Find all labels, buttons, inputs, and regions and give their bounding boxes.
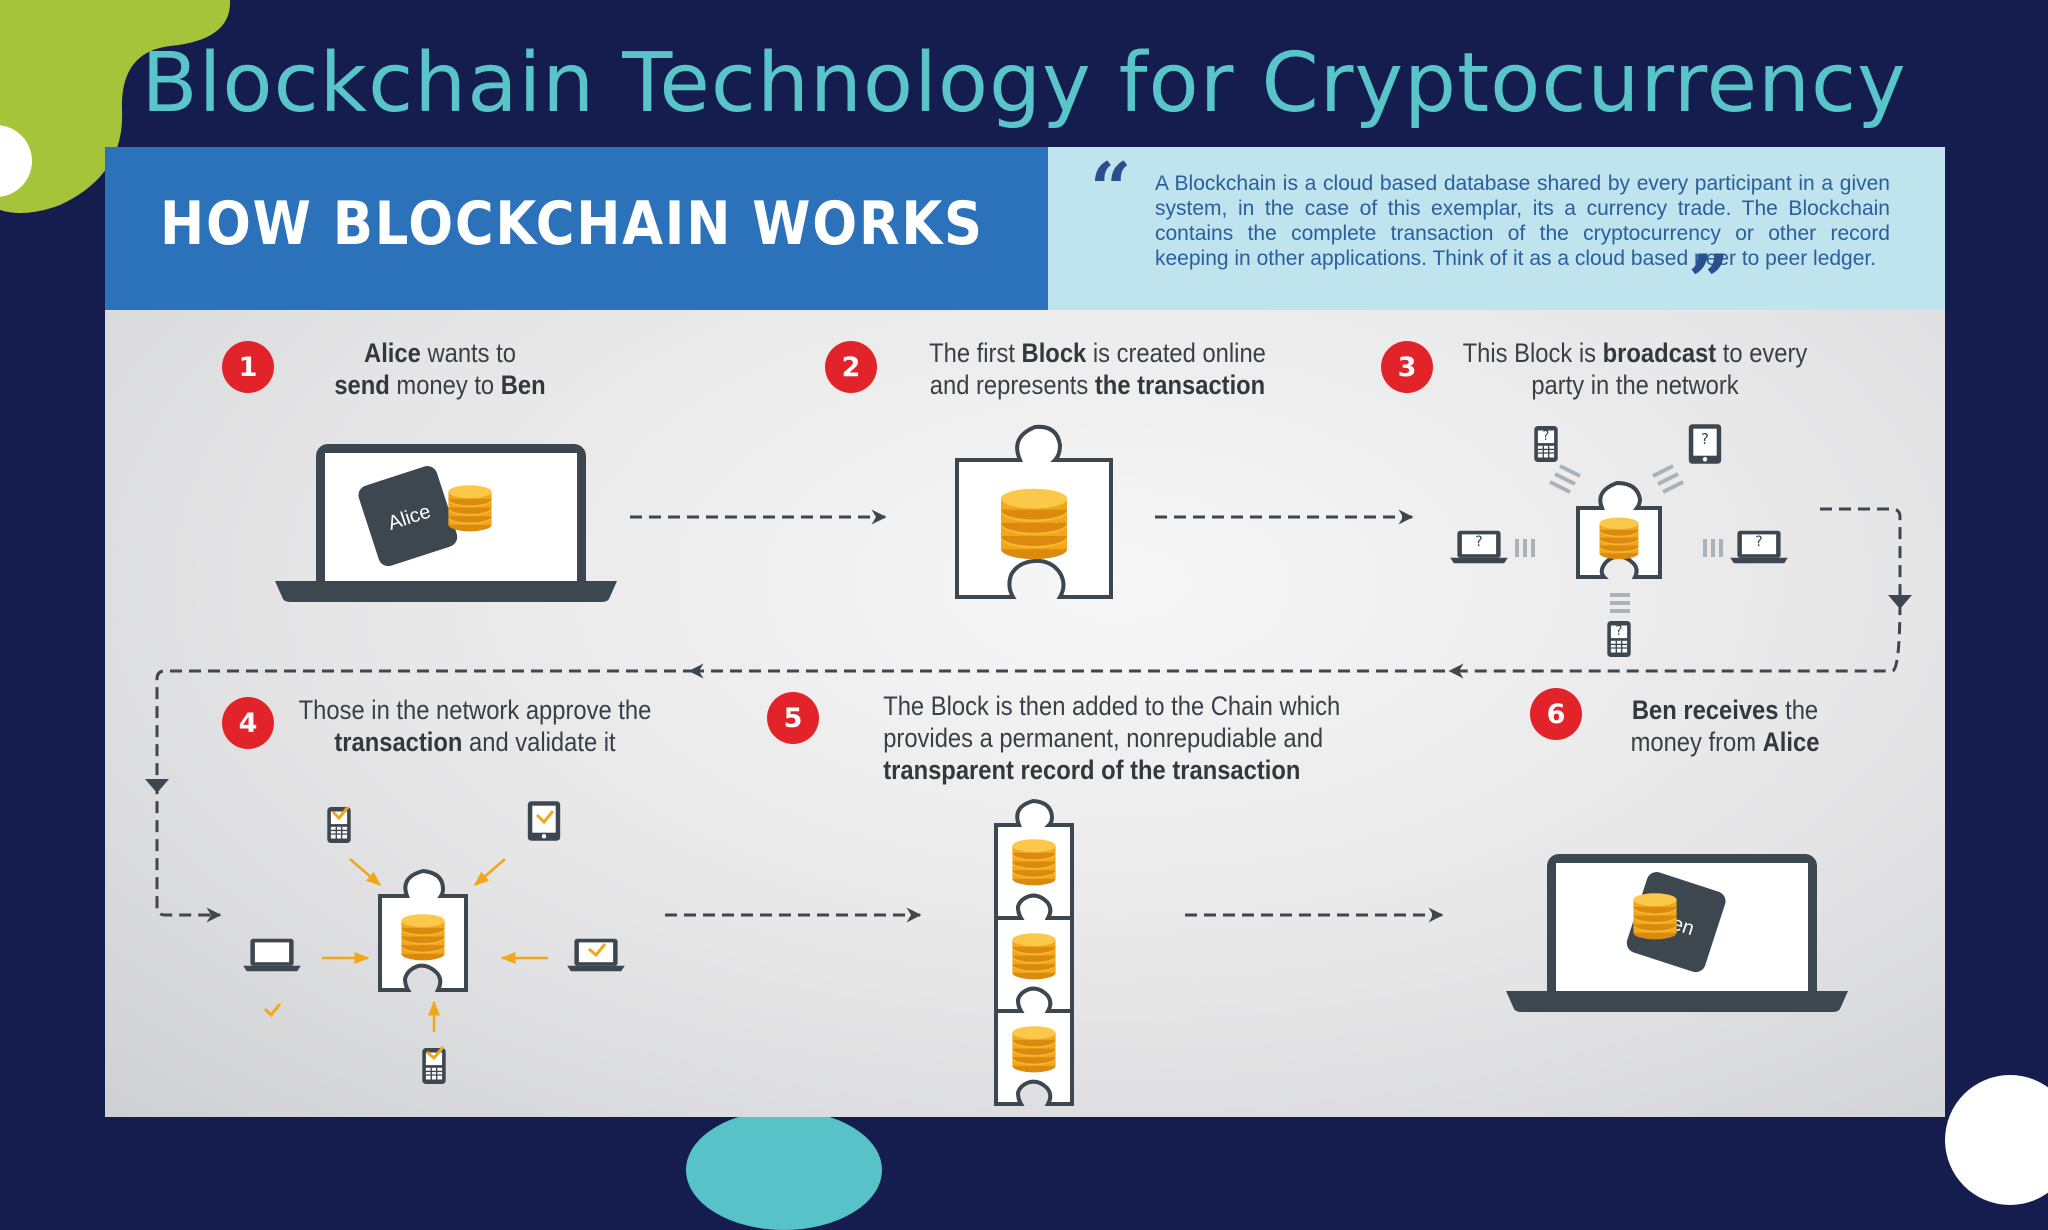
caption-text: wants to bbox=[421, 338, 516, 368]
caption-line: and represents the transaction bbox=[924, 369, 1272, 401]
device-question-mark: ? bbox=[1543, 429, 1550, 444]
caption-line: Alice wants to bbox=[282, 337, 599, 369]
caption-emphasis: Ben bbox=[501, 370, 546, 400]
infographic-panel: HOW BLOCKCHAIN WORKS “ A Blockchain is a… bbox=[105, 147, 1945, 1117]
caption-line: send money to Ben bbox=[282, 369, 599, 401]
caption-text: money from bbox=[1631, 727, 1763, 757]
step-1-badge: 1 bbox=[222, 341, 274, 393]
caption-emphasis: send bbox=[334, 370, 389, 400]
caption-emphasis: broadcast bbox=[1603, 338, 1717, 368]
caption-text: is created online bbox=[1086, 338, 1266, 368]
step-5-badge: 5 bbox=[767, 692, 819, 744]
white-circle-bottom-right bbox=[1945, 1075, 2048, 1205]
step-4-badge: 4 bbox=[222, 697, 274, 749]
validation-network-icon bbox=[243, 801, 625, 1084]
caption-line: The Block is then added to the Chain whi… bbox=[883, 690, 1297, 722]
caption-line: money from Alice bbox=[1619, 726, 1830, 758]
device-question-mark: ? bbox=[1701, 430, 1709, 448]
blockchain-chain-icon bbox=[996, 801, 1072, 1104]
broadcast-network-icon: ? ? ? ? ? bbox=[1450, 424, 1788, 657]
step-3-badge: 3 bbox=[1381, 341, 1433, 393]
caption-text: This Block is bbox=[1463, 338, 1603, 368]
caption-text: The first bbox=[929, 338, 1021, 368]
caption-emphasis: transaction bbox=[334, 727, 462, 757]
caption-line: This Block is broadcast to every bbox=[1459, 337, 1811, 369]
caption-line: transparent record of the transaction bbox=[883, 754, 1297, 786]
slide-title: Blockchain Technology for Cryptocurrency bbox=[0, 36, 2048, 131]
caption-text: and represents bbox=[930, 370, 1095, 400]
step-2-badge: 2 bbox=[825, 341, 877, 393]
caption-emphasis: Alice bbox=[364, 338, 421, 368]
caption-emphasis: Ben receives bbox=[1632, 695, 1779, 725]
caption-text: Those in the network approve the bbox=[299, 695, 652, 725]
caption-emphasis: Block bbox=[1022, 338, 1087, 368]
teal-circle-bottom bbox=[686, 1110, 882, 1230]
step-5-caption: The Block is then added to the Chain whi… bbox=[883, 690, 1297, 786]
caption-text: provides a permanent, nonrepudiable and bbox=[883, 723, 1323, 753]
flow-diagram: Alice ? ? ? ? ? bbox=[105, 147, 1945, 1117]
device-question-mark: ? bbox=[1475, 534, 1482, 550]
caption-line: The first Block is created online bbox=[924, 337, 1272, 369]
device-question-mark: ? bbox=[1755, 534, 1762, 550]
step-6-badge: 6 bbox=[1530, 688, 1582, 740]
caption-line: Ben receives the bbox=[1619, 694, 1830, 726]
caption-emphasis: transparent record of the transaction bbox=[883, 755, 1300, 785]
sender-laptop-icon: Alice bbox=[275, 444, 617, 602]
caption-line: transaction and validate it bbox=[290, 726, 660, 758]
caption-line: Those in the network approve the bbox=[290, 694, 660, 726]
caption-text: The Block is then added to the Chain whi… bbox=[883, 691, 1340, 721]
first-block-icon bbox=[957, 427, 1111, 597]
caption-emphasis: the transaction bbox=[1095, 370, 1265, 400]
caption-text: the bbox=[1778, 695, 1818, 725]
caption-text: party in the network bbox=[1531, 370, 1738, 400]
device-question-mark: ? bbox=[1616, 624, 1623, 639]
receiver-laptop-icon: Ben bbox=[1506, 854, 1848, 1012]
caption-emphasis: Alice bbox=[1763, 727, 1820, 757]
caption-line: party in the network bbox=[1459, 369, 1811, 401]
caption-line: provides a permanent, nonrepudiable and bbox=[883, 722, 1297, 754]
caption-text: and validate it bbox=[462, 727, 615, 757]
caption-text: to every bbox=[1716, 338, 1807, 368]
caption-text: money to bbox=[390, 370, 501, 400]
